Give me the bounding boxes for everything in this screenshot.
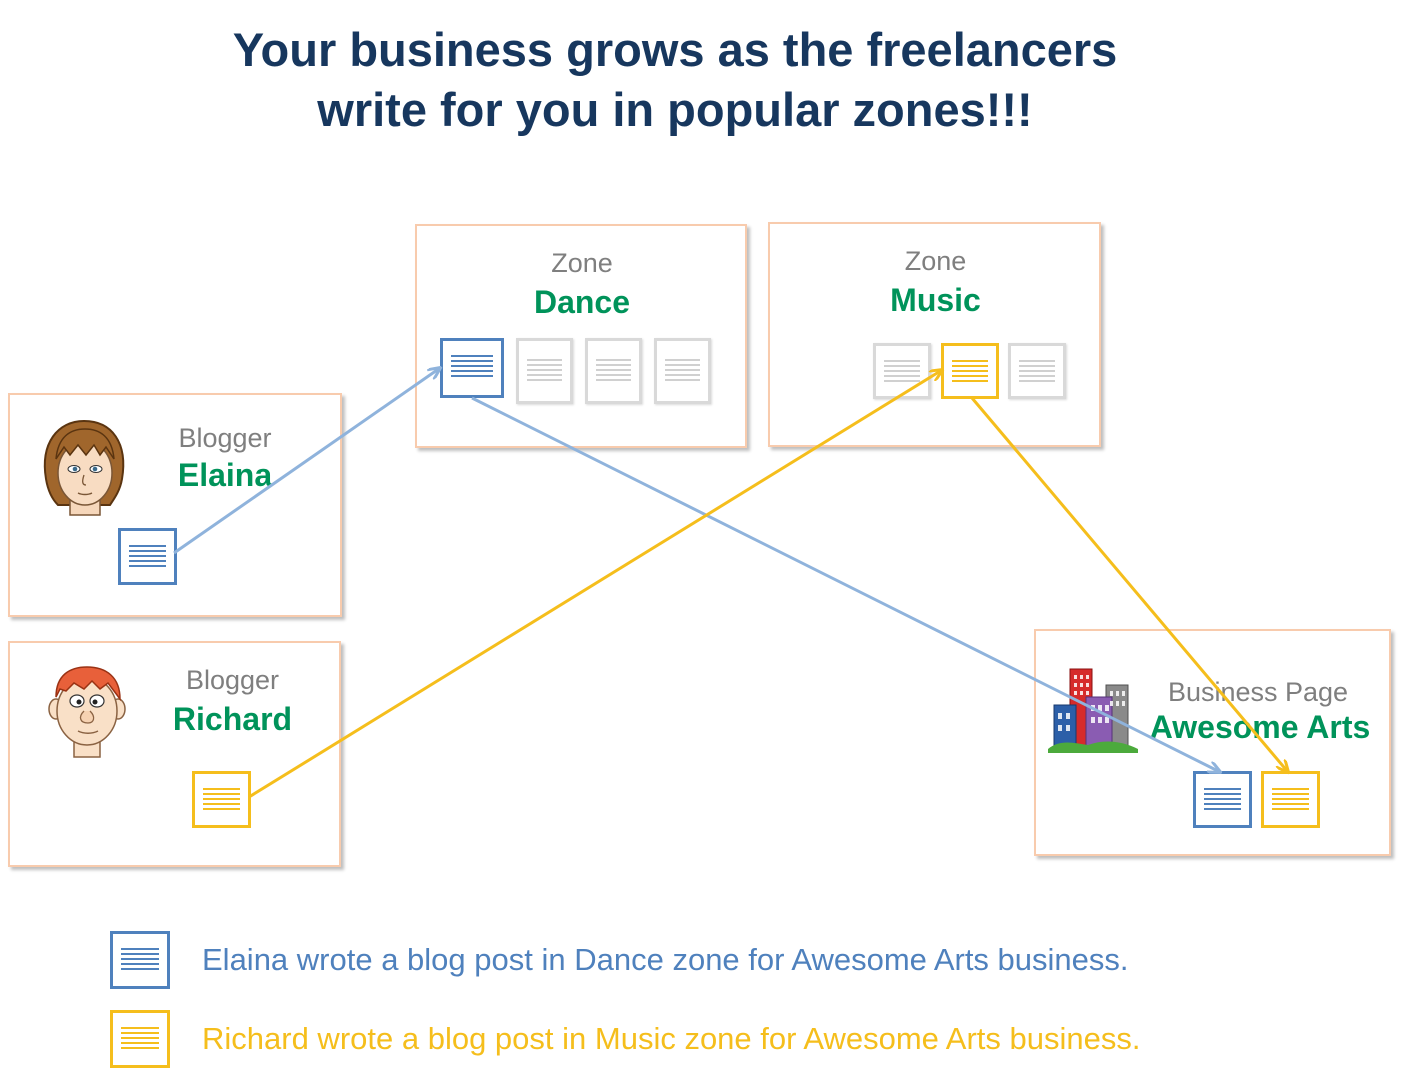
blogger-richard-kind: Blogger xyxy=(185,665,280,695)
dance-post-icon-1[interactable] xyxy=(516,338,573,404)
zone-dance-name: Dance xyxy=(533,284,631,320)
legend-gold-post-icon xyxy=(110,1010,170,1068)
blogger-richard-name: Richard xyxy=(172,701,293,737)
elaina-post-icon[interactable] xyxy=(118,528,177,585)
arrow-elaina-to-dance xyxy=(173,368,440,555)
legend-elaina-text: Elaina wrote a blog post in Dance zone f… xyxy=(202,942,1129,977)
female-avatar-icon xyxy=(43,419,125,516)
dance-post-icon-2[interactable] xyxy=(585,338,642,404)
zone-music-name: Music xyxy=(890,282,981,318)
male-avatar-icon xyxy=(48,666,126,758)
blogger-elaina-box: Blogger Elaina xyxy=(8,393,342,617)
city-buildings-icon xyxy=(1048,668,1138,753)
blogger-elaina-kind: Blogger xyxy=(178,423,272,453)
business-page-kind: Business Page xyxy=(1167,677,1349,707)
arrow-dance-to-business xyxy=(471,396,1220,772)
dance-elaina-post-icon[interactable] xyxy=(440,338,504,398)
blogger-richard-box: Blogger Richard xyxy=(8,641,341,867)
zone-music-box: Zone Music xyxy=(768,222,1101,447)
business-page-box: Business Page Awesome Arts xyxy=(1034,629,1391,856)
title-line-1: Your business grows as the freelancers xyxy=(232,23,1118,76)
business-richard-post-icon[interactable] xyxy=(1261,771,1320,828)
title-line-2: write for you in popular zones!!! xyxy=(317,83,1033,136)
legend-richard-text: Richard wrote a blog post in Music zone … xyxy=(202,1021,1141,1056)
zone-music-kind: Zone xyxy=(904,246,967,276)
music-richard-post-icon[interactable] xyxy=(941,343,999,399)
music-post-icon-2[interactable] xyxy=(1008,343,1066,399)
business-elaina-post-icon[interactable] xyxy=(1193,771,1252,828)
dance-post-icon-3[interactable] xyxy=(654,338,711,404)
zone-dance-kind: Zone xyxy=(551,248,613,278)
page-title: Your business grows as the freelancers w… xyxy=(0,20,1350,140)
legend-blue-post-icon xyxy=(110,931,170,989)
arrow-richard-to-music xyxy=(248,370,942,799)
blogger-elaina-name: Elaina xyxy=(177,457,273,493)
richard-post-icon[interactable] xyxy=(192,771,251,828)
arrow-music-to-business xyxy=(970,397,1288,772)
zone-dance-box: Zone Dance xyxy=(415,224,747,448)
